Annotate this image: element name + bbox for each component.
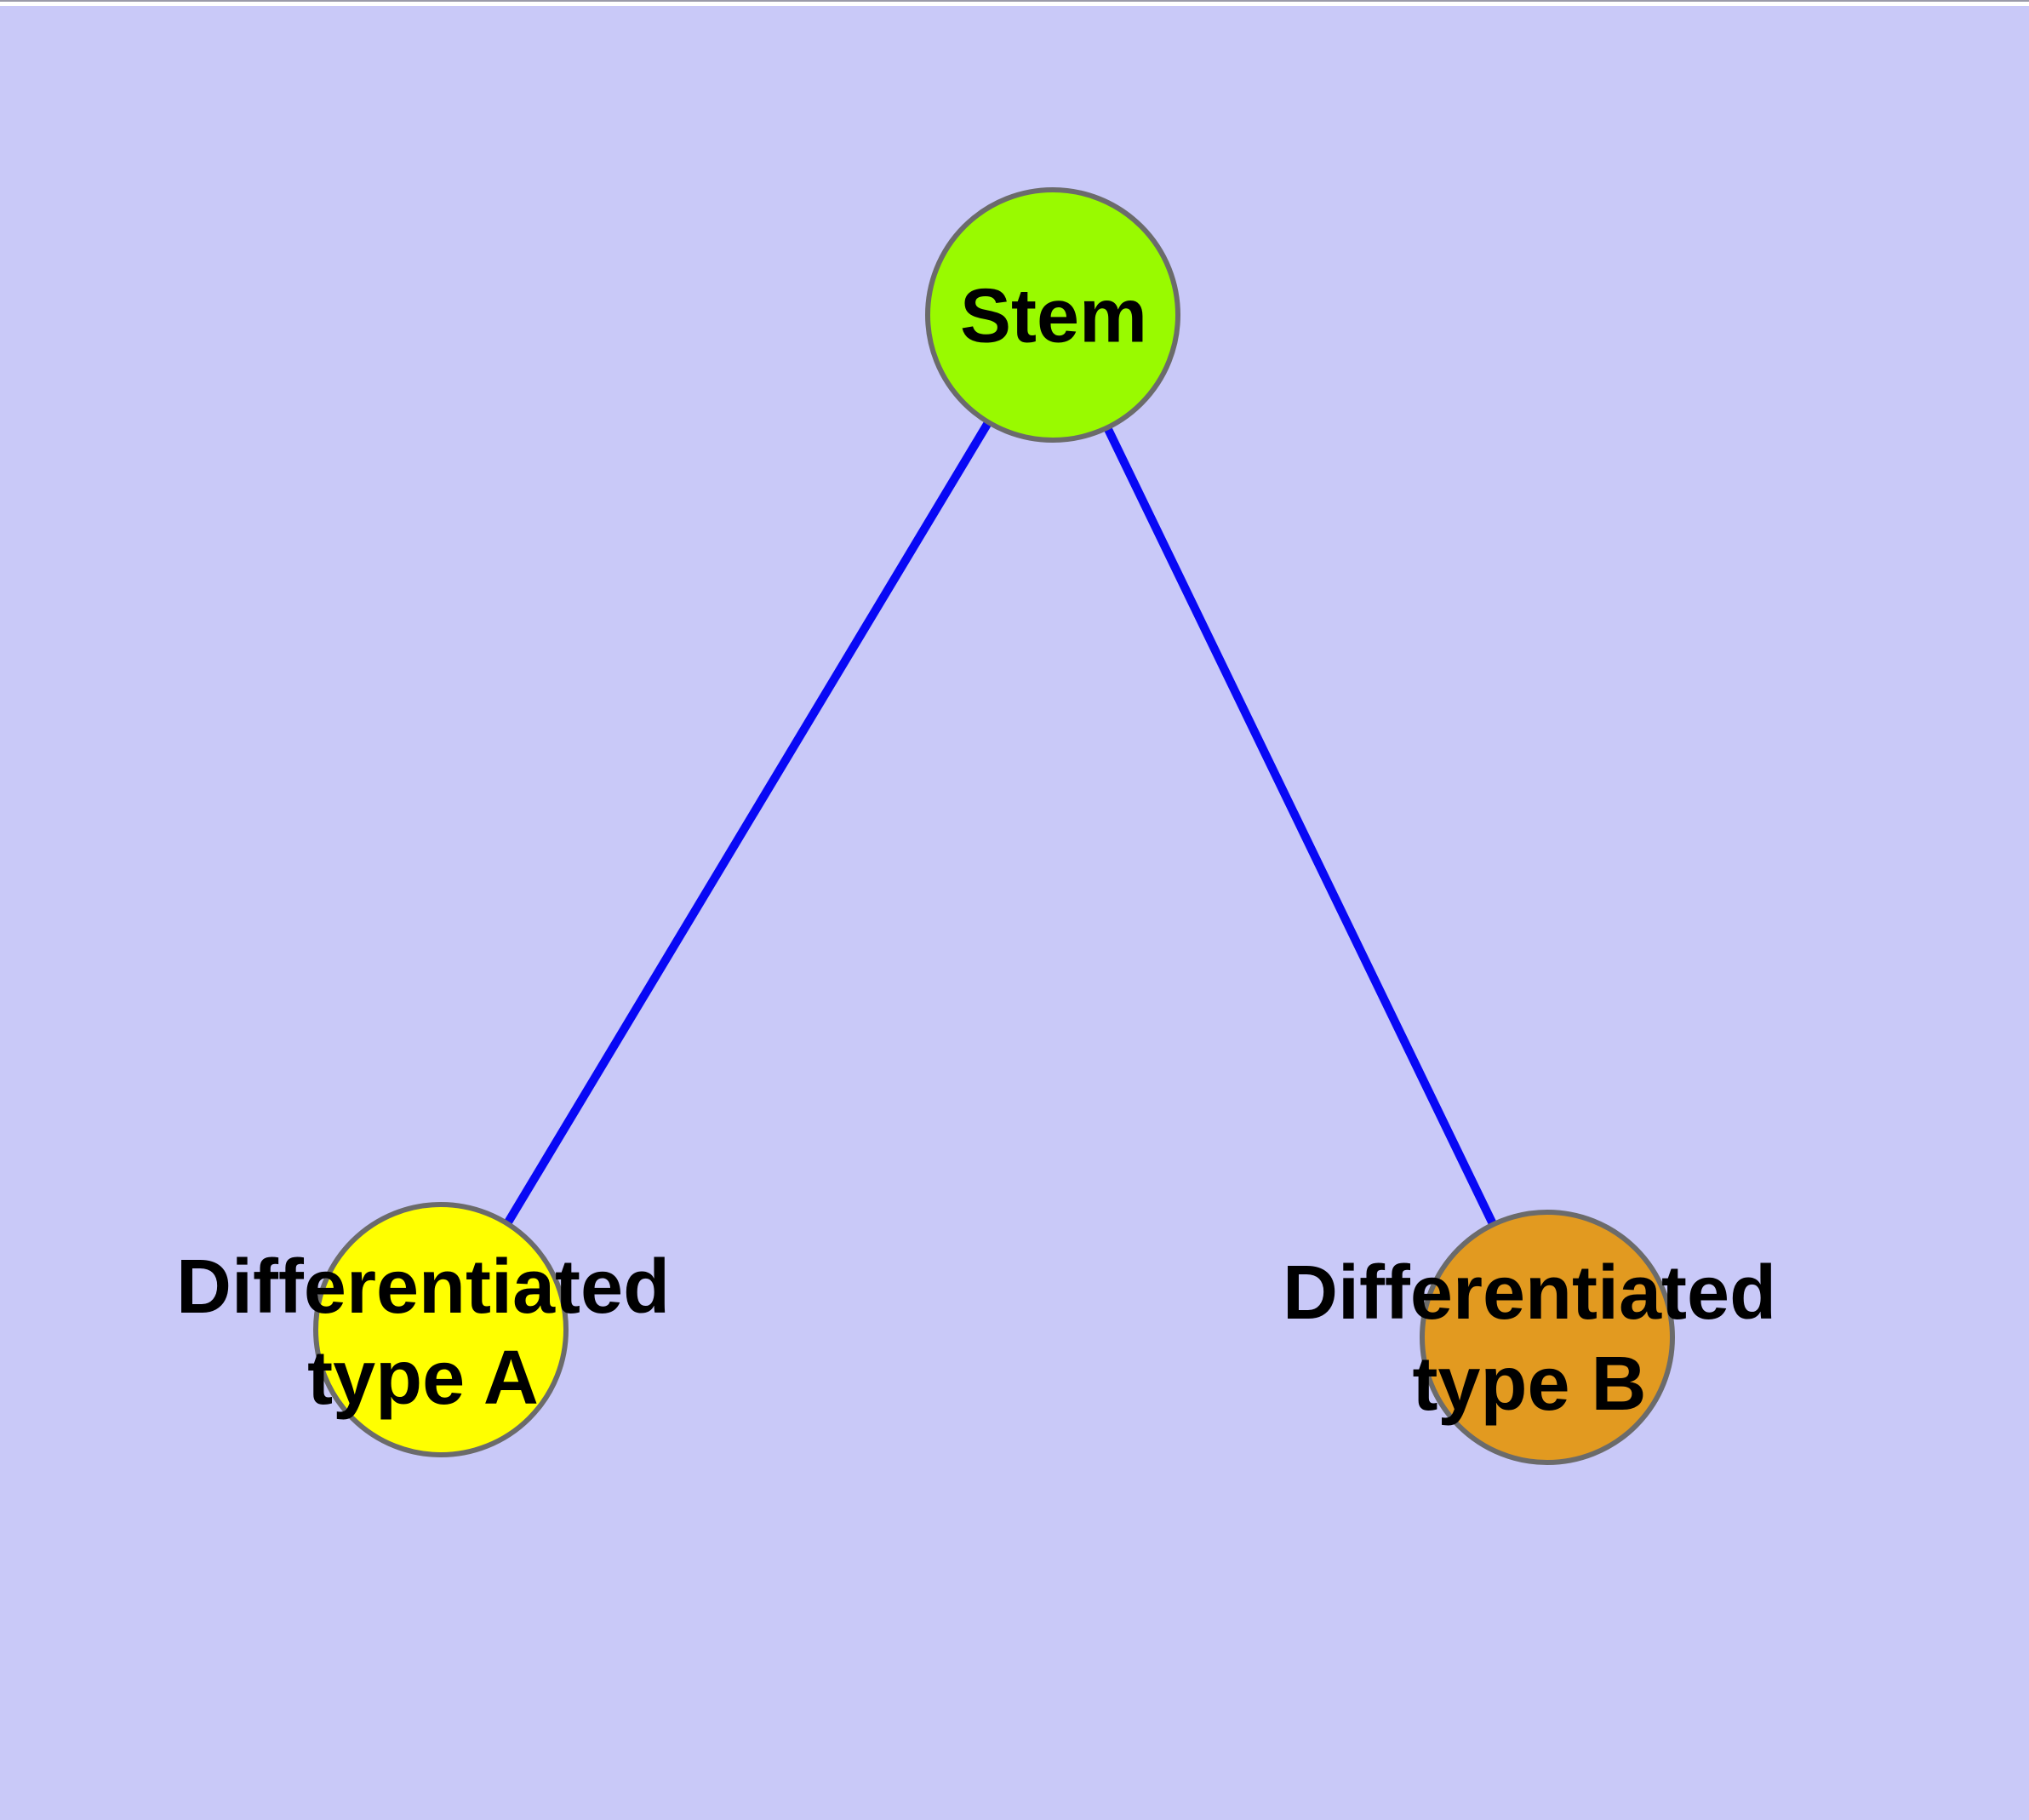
top-white-strip: [0, 2, 2029, 6]
differentiated-type-b-node-label: Differentiated type B: [1282, 1251, 1777, 1427]
edge-stem-to-type-a: [438, 312, 1057, 1334]
differentiated-type-b-node-circle: [1420, 1210, 1675, 1465]
top-edge-line: [0, 0, 2029, 2]
stem-node-label: Stem: [959, 273, 1148, 359]
stem-node-circle: [925, 187, 1180, 443]
differentiated-type-a-node-circle: [313, 1202, 569, 1457]
edge-stem-to-type-b: [1049, 312, 1552, 1341]
differentiated-type-a-node-label: Differentiated type A: [175, 1245, 671, 1421]
